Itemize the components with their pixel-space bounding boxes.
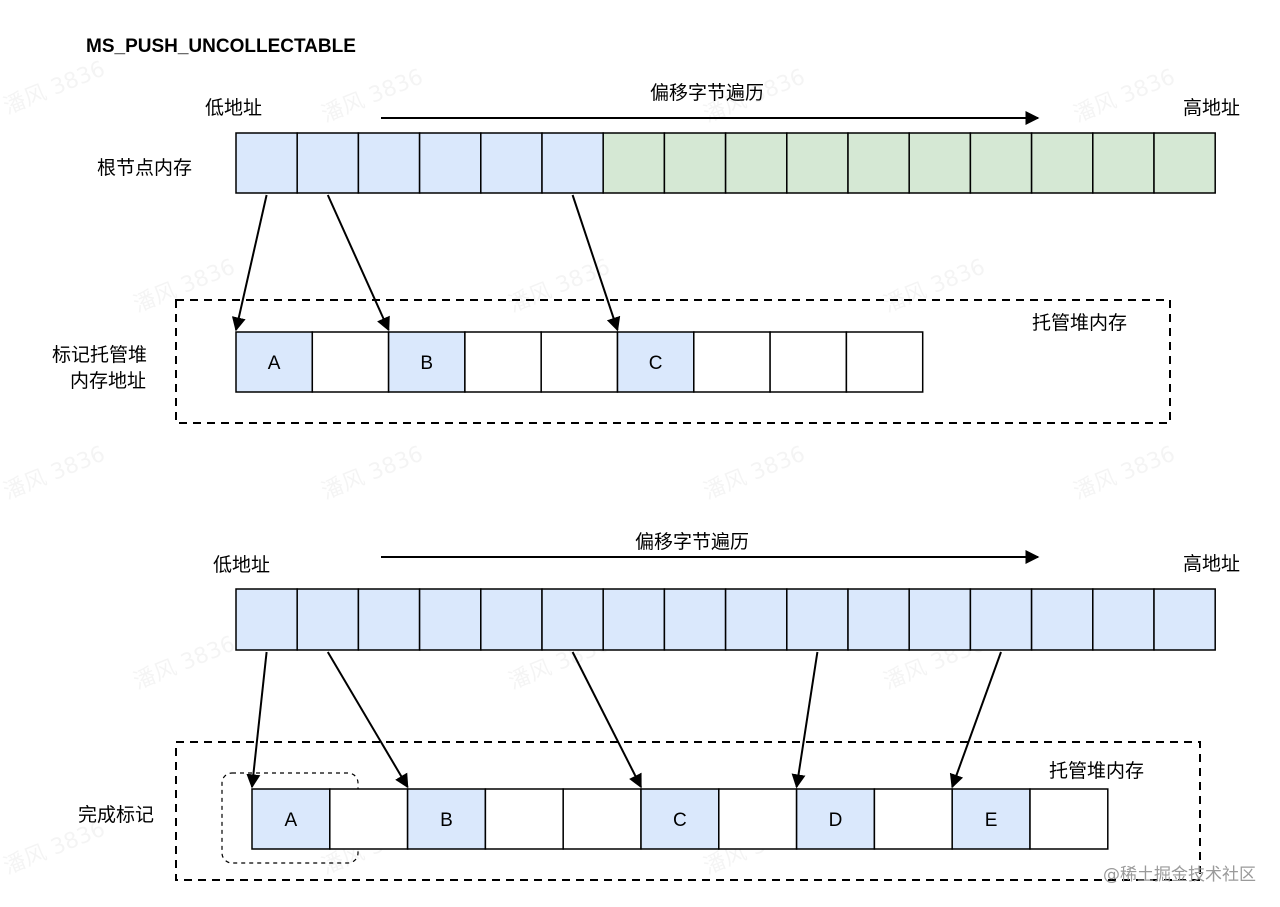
root-cell [1030, 132, 1094, 194]
root-cell [418, 132, 482, 194]
heap-cell [1029, 788, 1109, 850]
bottom-low-address-label: 低地址 [213, 554, 271, 576]
top-traverse-label: 偏移字节遍历 [650, 82, 765, 104]
heap-cell-label: A [268, 353, 281, 374]
root-cell [480, 588, 543, 651]
root-cell [908, 132, 972, 194]
heap-cell [616, 331, 695, 393]
root-cell [541, 588, 604, 651]
heap-cell [387, 331, 466, 393]
root-cell [969, 132, 1033, 194]
heap-cell-label: D [829, 810, 843, 831]
pointer-arrow [326, 194, 390, 332]
bottom-traverse-label: 偏移字节遍历 [635, 531, 750, 553]
heap-cell [329, 788, 409, 850]
root-cell [1030, 588, 1094, 651]
heap-cell [718, 788, 798, 850]
heap-cell [845, 331, 924, 393]
top-diagram: A B C [175, 111, 1216, 424]
heap-cell-label: E [985, 810, 998, 831]
root-cell [357, 132, 421, 194]
root-cell [724, 132, 788, 194]
heap-cell [235, 331, 314, 393]
pointer-arrow [791, 651, 819, 789]
root-cell [418, 588, 482, 651]
root-cell [1153, 132, 1216, 194]
heap-cell-label: B [440, 810, 453, 831]
top-heap-memory-label: 托管堆内存 [1032, 312, 1128, 334]
root-cell [786, 132, 849, 194]
marked-highlight-box [221, 772, 359, 864]
heap-cell [540, 331, 619, 393]
pointer-arrow [571, 651, 642, 789]
pointer-arrow [246, 651, 268, 789]
root-cell [235, 132, 298, 194]
root-cell [908, 588, 972, 651]
heap-cell [873, 788, 953, 850]
root-memory-label: 根节点内存 [97, 157, 193, 179]
diagram-title: MS_PUSH_UNCOLLECTABLE [86, 36, 356, 57]
heap-cell-label: B [420, 353, 433, 374]
root-cell [847, 588, 910, 651]
top-low-address-label: 低地址 [205, 97, 263, 119]
heap-cell-label: A [285, 810, 298, 831]
root-cell [541, 132, 604, 194]
root-cell [847, 132, 910, 194]
heap-cell [251, 788, 331, 850]
footer-credit: @稀土掘金技术社区 [1103, 865, 1256, 885]
root-cell [296, 588, 360, 651]
heap-cell [951, 788, 1031, 850]
root-cell [357, 588, 421, 651]
root-cell [1153, 588, 1216, 651]
pointer-arrow [949, 651, 1002, 789]
mark-heap-label-line1: 标记托管堆 [52, 344, 148, 366]
heap-cell [640, 788, 720, 850]
heap-cell-label: C [673, 810, 687, 831]
heap-cell [769, 331, 848, 393]
root-cell [724, 588, 788, 651]
pointer-arrow [326, 651, 409, 789]
heap-cell [311, 331, 390, 393]
heap-cell [484, 788, 564, 850]
heap-cell [795, 788, 876, 850]
pointer-arrow [571, 194, 621, 332]
top-high-address-label: 高地址 [1183, 97, 1241, 119]
root-cell [786, 588, 849, 651]
root-cell [602, 132, 666, 194]
heap-cell [562, 788, 642, 850]
pointer-arrow [231, 194, 268, 332]
mark-heap-label-line2: 内存地址 [70, 370, 147, 392]
root-cell [1092, 132, 1155, 194]
root-cell [602, 588, 666, 651]
heap-cell [693, 331, 771, 393]
root-cell [663, 588, 727, 651]
root-cell [969, 588, 1033, 651]
root-cell [296, 132, 360, 194]
heap-cell [464, 331, 542, 393]
heap-region-border [175, 299, 1171, 424]
heap-cell-label: C [649, 353, 663, 374]
root-cell [480, 132, 543, 194]
root-cell [1092, 588, 1155, 651]
heap-region-border [175, 741, 1201, 881]
done-marking-label: 完成标记 [78, 804, 155, 826]
bottom-diagram: A B C D E [175, 550, 1216, 881]
bottom-high-address-label: 高地址 [1183, 553, 1241, 575]
root-cell [235, 588, 298, 651]
bottom-heap-memory-label: 托管堆内存 [1049, 760, 1145, 782]
root-cell [663, 132, 727, 194]
